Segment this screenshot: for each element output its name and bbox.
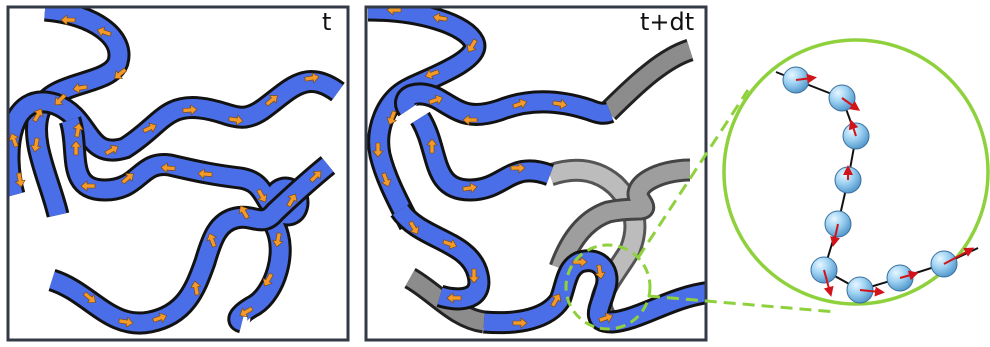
orange-arrow-icon	[432, 12, 448, 24]
polymer-chain-gray-upper	[599, 39, 694, 121]
polymer-chain-b-dt	[394, 82, 615, 127]
orange-arrow-icon	[197, 168, 213, 180]
orange-arrow-icon	[256, 188, 268, 203]
chains-at-t	[8, 7, 345, 335]
orange-arrow-icon	[118, 316, 134, 328]
orange-arrow-icon	[466, 38, 478, 53]
tangent-arrows-t	[8, 14, 322, 328]
orange-arrow-icon	[426, 138, 438, 154]
orange-arrow-icon	[32, 108, 44, 123]
orange-arrow-icon	[142, 122, 157, 134]
panel-frame-t-plus-dt	[364, 5, 708, 342]
orange-arrow-icon	[82, 291, 96, 303]
orange-arrow-icon	[239, 306, 254, 318]
orange-arrow-icon	[182, 104, 198, 116]
orange-arrow-icon	[96, 26, 112, 38]
orange-arrow-icon	[408, 220, 420, 235]
orange-arrow-icon	[468, 268, 480, 284]
orange-arrow-icon	[424, 68, 440, 80]
panel-frame-t	[6, 5, 350, 342]
orange-arrow-icon	[446, 292, 462, 304]
orange-arrow-icon	[372, 142, 384, 158]
orange-arrow-icon	[512, 98, 528, 110]
orange-arrow-icon	[160, 162, 176, 174]
orange-arrow-icon	[552, 98, 568, 110]
red-arrow-icon	[899, 270, 919, 281]
orange-arrow-icon	[120, 173, 134, 185]
zoom-line-top	[636, 89, 750, 259]
orange-arrow-icon	[238, 205, 250, 220]
orange-arrow-icon	[428, 94, 444, 106]
orange-arrow-icon	[550, 293, 562, 308]
orange-arrow-icon	[272, 232, 284, 248]
orange-arrow-icon	[598, 312, 614, 324]
orange-arrow-icon	[104, 144, 119, 156]
orange-arrow-icon	[286, 193, 298, 208]
orange-arrow-icon	[442, 238, 458, 250]
magnified-bead-chain	[775, 66, 979, 304]
orange-arrow-icon	[30, 137, 42, 153]
red-arrow-icon	[823, 269, 834, 297]
tangent-arrows-t-plus-dt	[372, 7, 614, 329]
orange-arrow-icon	[462, 182, 478, 194]
orange-arrow-icon	[262, 272, 274, 287]
polymer-chain-e-dt	[483, 249, 706, 335]
red-arrow-icon	[859, 286, 885, 297]
panel-time-t: t	[6, 5, 350, 342]
orange-arrow-icon	[152, 312, 168, 324]
orange-arrow-icon	[206, 232, 218, 248]
orange-arrow-icon	[264, 95, 278, 107]
orange-arrow-icon	[190, 280, 202, 296]
panel-label-t: t	[322, 8, 331, 36]
polymer-chain-gray-mid	[549, 158, 691, 273]
zoom-source-circle	[564, 243, 652, 331]
orange-arrow-icon	[72, 82, 88, 94]
orange-arrow-icon	[228, 114, 244, 126]
red-arrow-icon	[795, 73, 817, 84]
orange-arrow-icon	[380, 172, 392, 188]
orange-arrow-icon	[70, 140, 82, 156]
red-arrow-icon	[848, 119, 859, 137]
orange-arrow-icon	[114, 67, 128, 79]
orange-arrow-icon	[512, 317, 528, 329]
orange-arrow-icon	[72, 122, 84, 138]
panel-time-t-plus-dt: t+dt	[364, 5, 708, 342]
orange-arrow-icon	[594, 264, 606, 280]
orange-arrow-icon	[572, 256, 588, 268]
orange-arrow-icon	[510, 162, 526, 174]
orange-arrow-icon	[8, 132, 20, 148]
orange-arrow-icon	[386, 110, 398, 126]
zoom-line-bottom	[647, 294, 837, 314]
chains-at-t-plus-dt	[367, 7, 706, 335]
orange-arrow-icon	[309, 170, 322, 183]
orange-arrow-icon	[462, 114, 478, 126]
orange-arrow-icon	[304, 72, 320, 84]
orange-arrow-icon	[60, 14, 76, 26]
polymer-chain-c-dt	[409, 111, 555, 202]
red-arrow-icon	[943, 247, 975, 265]
orange-arrow-icon	[54, 93, 67, 106]
bead-direction-arrows	[795, 73, 975, 297]
red-arrow-icon	[830, 223, 840, 247]
panel-label-t-plus-dt: t+dt	[640, 8, 694, 36]
red-arrow-icon	[841, 97, 861, 111]
orange-arrow-icon	[80, 180, 96, 192]
orange-arrow-icon	[14, 172, 26, 188]
